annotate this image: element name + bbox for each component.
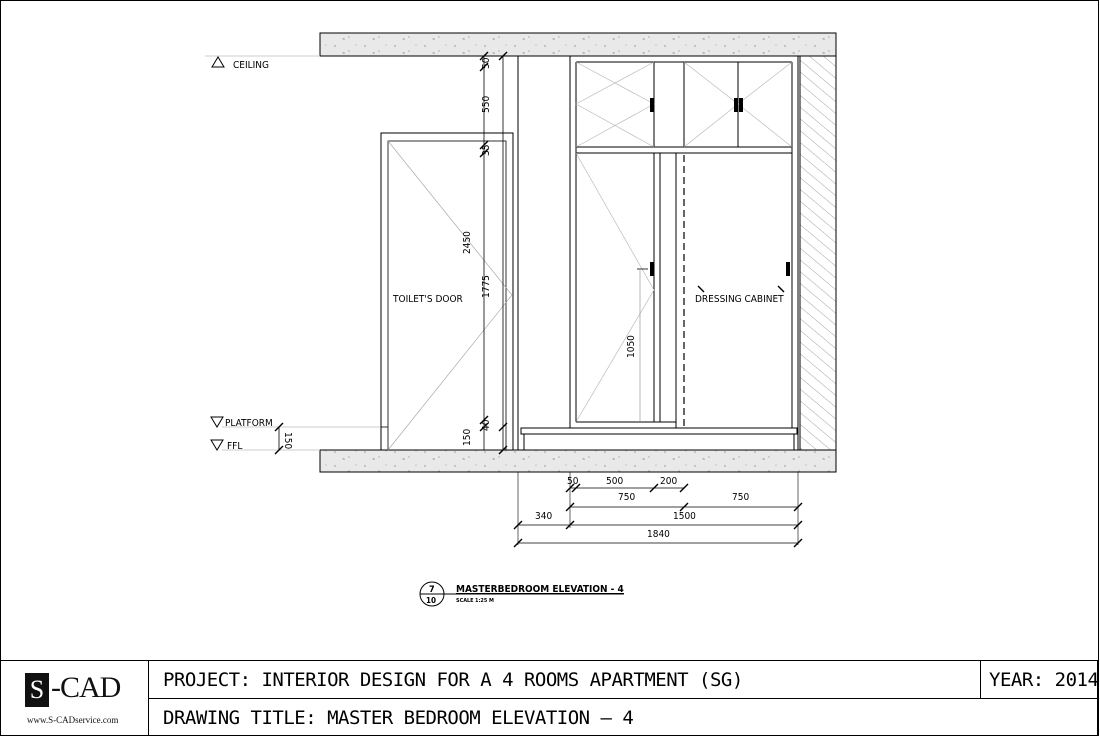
year-cell: YEAR: 2014 (981, 661, 1099, 699)
project-cell: PROJECT: INTERIOR DESIGN FOR A 4 ROOMS A… (149, 661, 981, 699)
dim-h-200: 200 (660, 476, 677, 487)
dim-35: 35 (481, 145, 492, 156)
logo-word: -CAD (51, 671, 121, 704)
callout-title: MASTERBEDROOM ELEVATION - 4 (456, 584, 624, 595)
platform-level-label: PLATFORM (225, 418, 273, 429)
dim-40: 40 (481, 419, 492, 431)
callout-scale-value: 1:25 M (475, 598, 494, 604)
callout-sheet: 10 (426, 596, 436, 605)
callout-scale-label: SCALE (456, 598, 474, 604)
dim-h-500: 500 (606, 476, 623, 487)
year-text: YEAR: 2014 (989, 669, 1099, 691)
dim-h-750-right: 750 (732, 492, 749, 503)
toilet-door (380, 132, 514, 451)
dim-h-50: 50 (567, 476, 579, 487)
callout-number: 7 (429, 585, 435, 595)
dim-h-750-left: 750 (618, 492, 635, 503)
right-wall (799, 55, 837, 451)
toilet-door-label: TOILET'S DOOR (392, 294, 463, 305)
dressing-cabinet (517, 55, 799, 450)
dim-50: 50 (481, 57, 492, 69)
logo-mark: S (25, 673, 49, 707)
dim-h-1840: 1840 (647, 529, 670, 540)
dressing-cabinet-label: DRESSING CABINET (695, 294, 784, 305)
dim-h-340: 340 (535, 511, 552, 522)
dim-150: 150 (462, 429, 473, 446)
horizontal-dimensions (513, 472, 803, 548)
ceiling-slab (319, 32, 837, 57)
project-text: PROJECT: INTERIOR DESIGN FOR A 4 ROOMS A… (163, 669, 743, 691)
drawing-title-text: DRAWING TITLE: MASTER BEDROOM ELEVATION … (163, 707, 634, 729)
ceiling-level-icon (211, 56, 225, 68)
dim-1050: 1050 (626, 335, 637, 358)
drawing-callout (419, 581, 624, 607)
drawing-title-cell: DRAWING TITLE: MASTER BEDROOM ELEVATION … (149, 699, 1097, 735)
dim-1775: 1775 (481, 275, 492, 298)
logo-url: www.S-CADservice.com (27, 715, 119, 725)
dim-h-1500: 1500 (673, 511, 696, 522)
ffl-level-icon (210, 439, 224, 451)
ffl-level-label: FFL (227, 441, 242, 452)
dim-platform-150: 150 (282, 432, 293, 449)
title-block: S -CAD www.S-CADservice.com PROJECT: INT… (0, 660, 1099, 736)
dim-2450: 2450 (462, 231, 473, 254)
dim-550: 550 (481, 96, 492, 113)
platform-level-icon (210, 416, 224, 428)
logo: S -CAD www.S-CADservice.com (1, 661, 149, 735)
floor-slab (319, 449, 837, 473)
ceiling-level-label: CEILING (233, 60, 269, 71)
